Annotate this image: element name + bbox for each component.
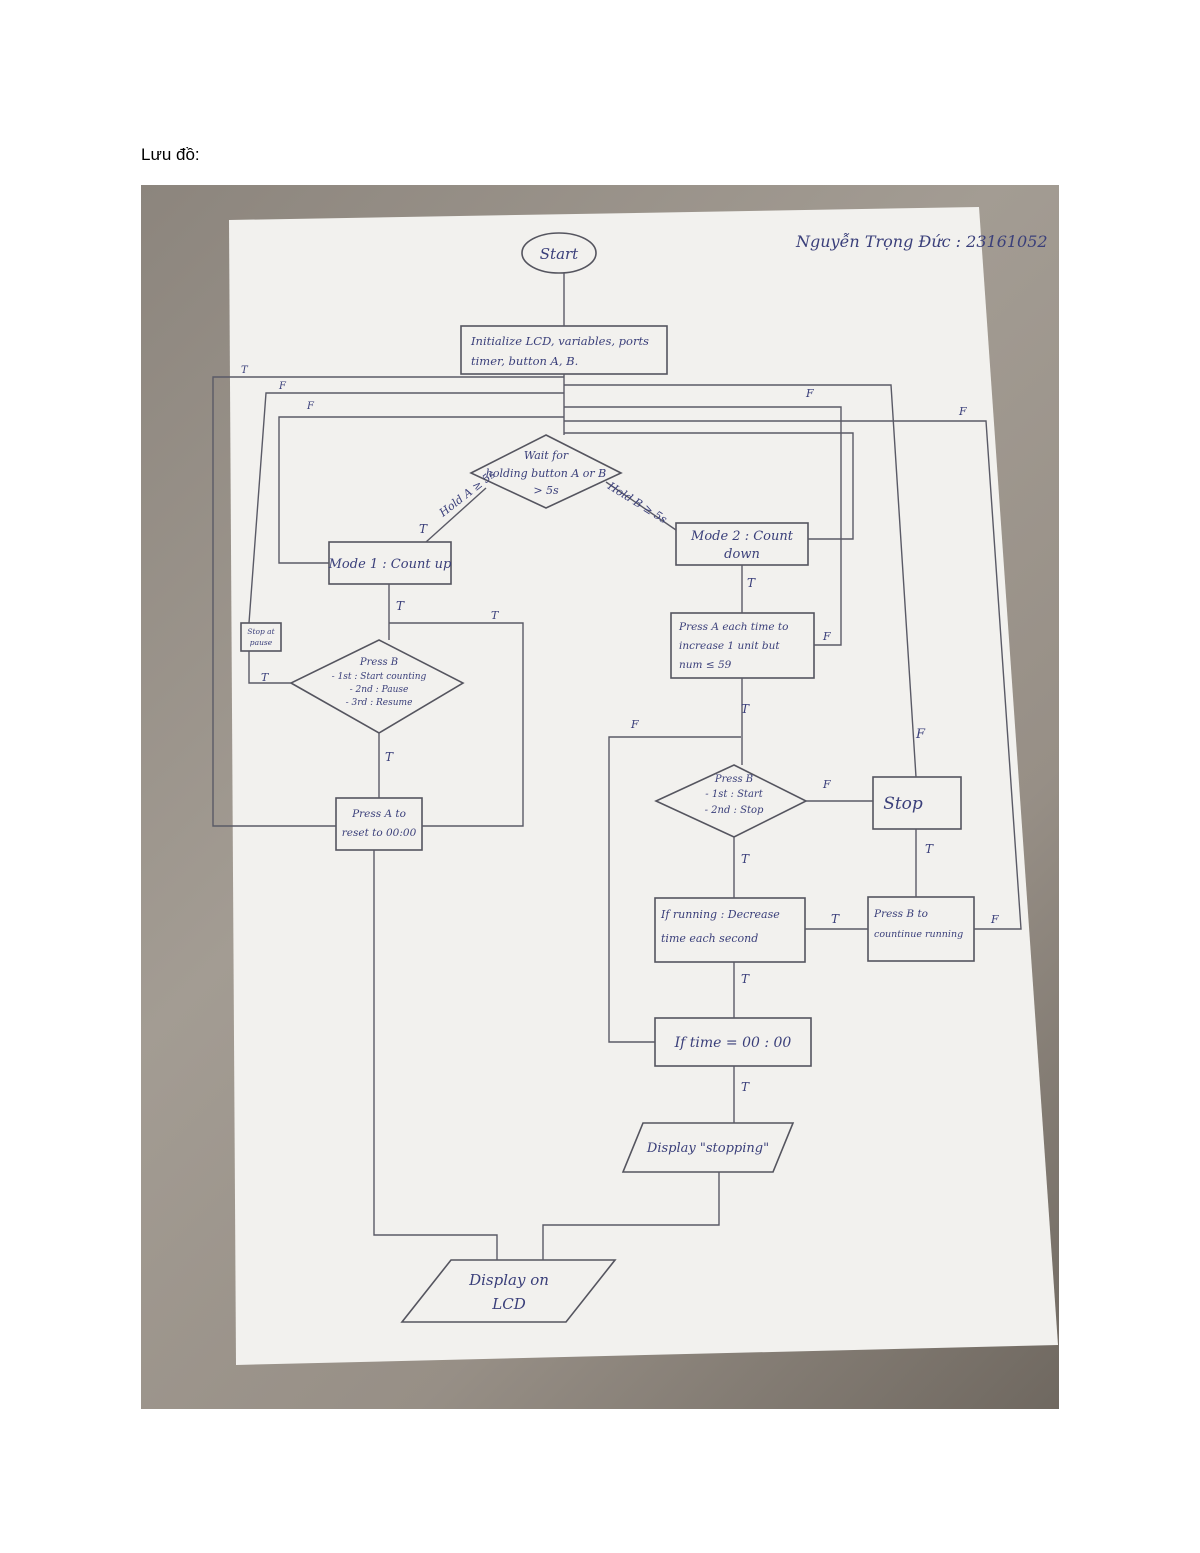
decrease-label-1: If running : Decrease: [660, 908, 780, 921]
edge-label-t-iftime: T: [741, 972, 750, 986]
pressa-inc-label-3: num ≤ 59: [679, 659, 732, 671]
display-stopping-io: [621, 1122, 795, 1173]
iftime-label: If time = 00 : 00: [674, 1035, 792, 1051]
edge-label-f-stop-pause: F: [278, 381, 287, 392]
edge-reset-wait: [212, 376, 564, 827]
pressb-continue-label-1: Press B to: [873, 908, 928, 920]
pressb-continue-label-2: countinue running: [874, 929, 963, 940]
edge-label-f-mode1: F: [306, 401, 315, 412]
pressb1-label-3: - 2nd : Pause: [350, 685, 409, 695]
stop-box: [872, 776, 962, 830]
pressb2-label-3: - 2nd : Stop: [705, 805, 764, 816]
edge-label-f-continue: F: [990, 913, 999, 926]
edge-iftime-loop: [608, 736, 741, 1043]
edge-reset-loop: [389, 622, 524, 827]
edge-label-t-continue: T: [831, 912, 840, 926]
pressb2-label-1: Press B: [714, 774, 753, 785]
edge-label-f-iftime: F: [630, 718, 639, 731]
wait-decision: [469, 434, 623, 509]
edge-label-f-stop-up: F: [915, 727, 926, 742]
edge-label-f-continue-top: F: [958, 405, 967, 418]
flowchart-drawing: Nguyễn Trọng Đức : 23161052 Start Initia…: [212, 207, 1058, 1365]
pressa-reset-label-2: reset to 00:00: [342, 827, 417, 839]
start-label: Start: [540, 245, 579, 263]
edge-wait-mode1: [425, 487, 487, 543]
edge-continue-loop: [564, 420, 1022, 930]
edge-label-t-reset: T: [385, 750, 394, 764]
stop-pause-label-2: pause: [250, 638, 273, 647]
edge-label-f-stop: F: [822, 778, 831, 791]
pressa-inc-label-1: Press A each time to: [678, 621, 788, 633]
decrease-box: [654, 897, 806, 963]
edge-stop-wait: [248, 392, 564, 624]
display-lcd-io: [400, 1259, 617, 1323]
edge-label-t-pressb2: T: [741, 702, 750, 716]
wait-label-2: holding button A or B: [486, 467, 606, 480]
edge-mode1-loop: [278, 416, 564, 564]
mode2-label-1: Mode 2 : Count: [690, 529, 794, 544]
edge-wait-mode2: [605, 481, 677, 531]
display-lcd-label-1: Display on: [468, 1271, 549, 1289]
flowchart-photo: Nguyễn Trọng Đức : 23161052 Start Initia…: [141, 185, 1059, 1409]
author-signature: Nguyễn Trọng Đức : 23161052: [795, 232, 1048, 251]
display-lcd-label-2: LCD: [491, 1295, 525, 1313]
edge-mode2-loop: [564, 432, 854, 540]
edge-label-t-decrease: T: [741, 852, 750, 866]
edge-pressa-loop: [564, 406, 842, 646]
start-node: [521, 232, 597, 274]
stop-pause-label-1: Stop at: [247, 627, 275, 636]
stop-pause-box: [240, 622, 282, 652]
init-label-1: Initialize LCD, variables, ports: [470, 334, 649, 348]
mode2-label-2: down: [724, 547, 760, 562]
init-label-2: timer, button A, B.: [471, 354, 578, 368]
pressb1-label-4: - 3rd : Resume: [346, 698, 413, 708]
wait-label-3: > 5s: [533, 484, 559, 497]
edge-label-t-reset-loop: T: [491, 609, 500, 622]
edge-pressb-stop: [248, 651, 291, 684]
stop-label: Stop: [883, 794, 923, 814]
edge-reset-lcd: [373, 850, 498, 1260]
edge-label-t-mode1: T: [419, 522, 428, 536]
edge-stop-wait-loop: [564, 384, 917, 778]
display-stopping-label: Display "stopping": [646, 1141, 769, 1156]
paper-sheet: [229, 207, 1058, 1365]
pressb2-label-2: - 1st : Start: [705, 789, 763, 800]
edge-label-f-pressa: F: [822, 630, 831, 643]
edge-label-t-top-left: T: [241, 365, 249, 376]
pressa-inc-label-2: increase 1 unit but: [679, 640, 780, 652]
edge-stopping-lcd: [542, 1172, 720, 1260]
edge-label-t-stop-pause: T: [261, 671, 270, 684]
edge-label-t-mode2: T: [747, 576, 756, 590]
decrease-label-2: time each second: [661, 932, 758, 945]
edge-label-t-display: T: [741, 1080, 750, 1094]
page-heading: Lưu đồ:: [141, 145, 200, 164]
edge-label-t-pressb: T: [396, 599, 405, 613]
edge-label-f-mode2: F: [805, 387, 814, 400]
mode1-label: Mode 1 : Count up: [328, 557, 452, 572]
wait-label-1: Wait for: [524, 449, 569, 462]
edge-label-t-stop: T: [925, 842, 934, 856]
pressb1-label-2: - 1st : Start counting: [332, 672, 427, 682]
pressa-reset-label-1: Press A to: [351, 808, 406, 820]
pressb1-label-1: Press B: [359, 657, 398, 668]
